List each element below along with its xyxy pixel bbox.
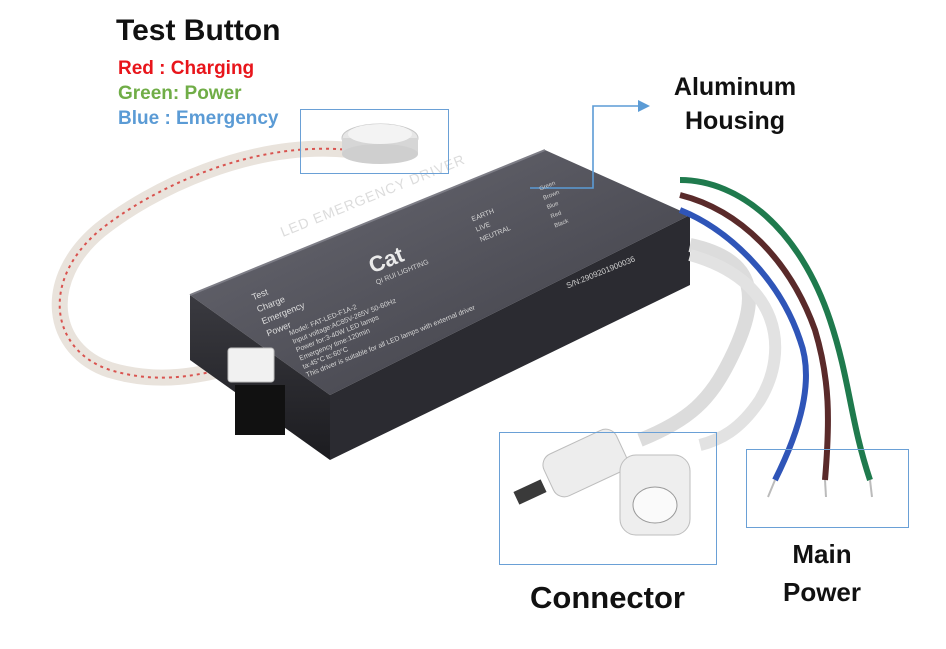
legend-red-charging: Red : Charging (118, 58, 255, 79)
main-power-line2: Power (782, 577, 862, 607)
main-power-callout (746, 449, 909, 528)
aluminum-housing-line2: Housing (685, 107, 785, 135)
test-button-title: Test Button (116, 14, 281, 47)
legend-blue-emergency: Blue : Emergency (118, 108, 279, 129)
main-power-line1: Main (792, 539, 852, 569)
connector-callout (499, 432, 717, 565)
aluminum-housing-line1: Aluminum (673, 73, 797, 101)
test-button-callout (300, 109, 449, 174)
connector-label: Connector (530, 580, 685, 615)
legend-green-power: Green: Power (118, 83, 242, 104)
main-power-label: Main Power (752, 535, 892, 611)
aluminum-housing-label: Aluminum Housing (660, 70, 810, 138)
